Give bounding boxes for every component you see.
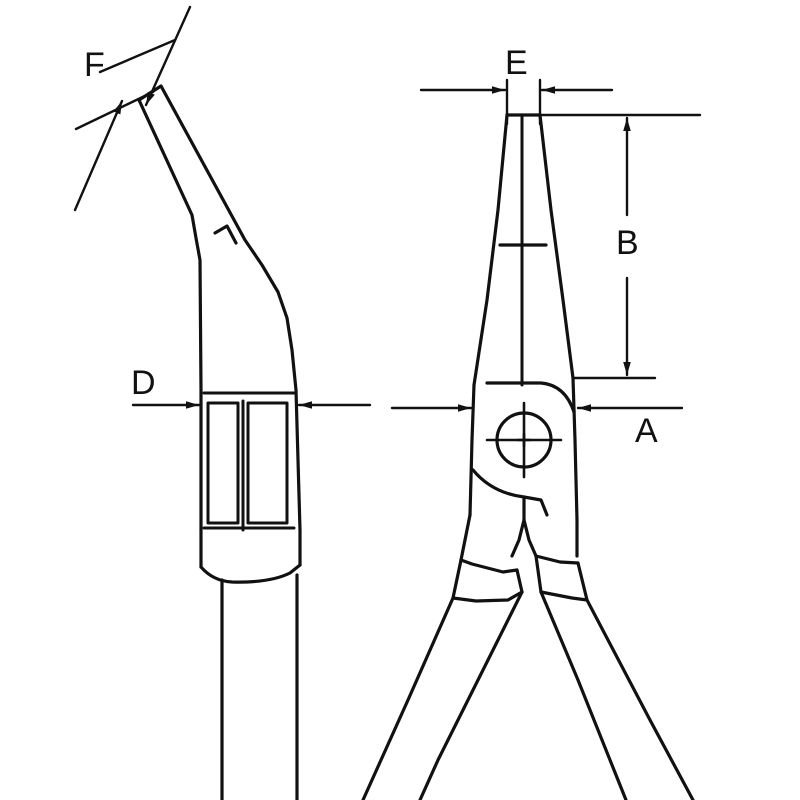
- head-upper-fillet: [485, 381, 576, 414]
- handle-shoulder: [199, 563, 302, 584]
- dimension-F: [73, 5, 192, 212]
- pivot-rivet: [485, 401, 563, 479]
- head-right-edge: [571, 376, 579, 522]
- slot-right-pocket: [246, 401, 289, 525]
- left-handle-neck-outer: [459, 513, 472, 562]
- left-handle-neck-inner: [510, 518, 526, 558]
- dimension-label-B: B: [616, 224, 639, 262]
- dimension-F-line-b: [144, 5, 192, 107]
- dimension-F-line-a: [73, 99, 124, 212]
- side-view-slot-detail: [202, 391, 296, 532]
- head-lower-step: [522, 495, 549, 517]
- dimension-F-extension-upper: [98, 38, 177, 74]
- dimension-label-A: A: [635, 412, 658, 450]
- dimension-label-F: F: [84, 46, 105, 84]
- side-view-tip-step: [213, 224, 238, 245]
- pivot-centre-mark: [516, 432, 532, 448]
- side-view-back-edge: [137, 98, 203, 532]
- side-view-handle: [199, 528, 302, 800]
- dimension-F-extension-lower: [74, 90, 155, 131]
- right-handle-bolster-top: [534, 554, 580, 565]
- side-view-front-edge: [159, 84, 302, 532]
- dimension-label-E: E: [505, 44, 528, 82]
- right-handle-outer-edge: [585, 598, 695, 800]
- left-bolster-inner-edge: [515, 568, 524, 594]
- left-handle-outer-edge: [361, 596, 455, 800]
- front-left-jaw-outer: [472, 113, 509, 387]
- left-handle-inner-edge: [418, 590, 524, 800]
- front-view-head: [468, 376, 579, 522]
- dimension-B: [538, 113, 702, 380]
- dimension-E: [419, 78, 614, 126]
- left-handle-bolster-bottom: [451, 590, 524, 603]
- right-bolster-inner-edge: [534, 554, 543, 594]
- right-bolster-outer-edge: [576, 561, 589, 602]
- right-handle-inner-edge: [539, 590, 628, 800]
- side-view-outline: [137, 84, 302, 532]
- left-bolster-outer-edge: [451, 558, 463, 600]
- slot-left-pocket: [206, 401, 240, 525]
- head-lower-fillet: [471, 468, 526, 522]
- head-left-edge: [468, 383, 476, 517]
- front-view-outline: [472, 113, 575, 387]
- left-handle-bolster-top: [459, 558, 519, 574]
- right-handle-bolster-bottom: [539, 590, 589, 602]
- front-right-jaw-outer: [538, 113, 575, 380]
- dimension-label-D: D: [131, 364, 156, 402]
- front-view-handles: [361, 513, 695, 800]
- right-handle-neck-inner: [522, 518, 538, 558]
